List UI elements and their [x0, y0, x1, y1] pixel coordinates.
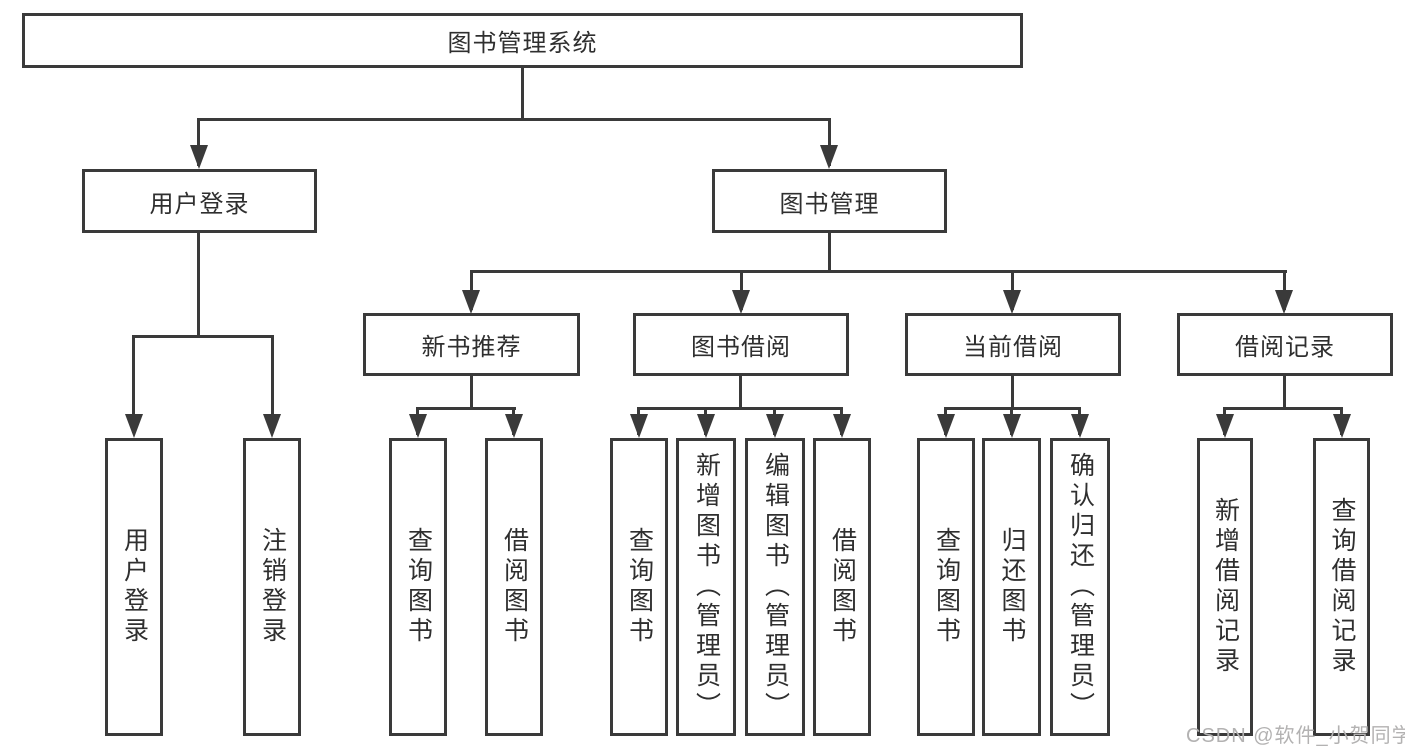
- connector-to-leaf-user-login: [132, 335, 135, 433]
- arrow-down-icon: [263, 414, 281, 438]
- leaf-add-book-admin: 新增图书（管理员）: [676, 438, 736, 736]
- node-label: 新增借阅记录: [1211, 497, 1240, 677]
- node-label: 借阅图书: [828, 527, 857, 647]
- arrow-down-icon: [125, 414, 143, 438]
- arrow-down-icon: [833, 414, 851, 438]
- connector-borrow-records-stem: [1283, 376, 1286, 410]
- node-label: 归还图书: [998, 527, 1026, 647]
- node-label: 图书借阅: [691, 334, 791, 361]
- arrow-down-icon: [937, 414, 955, 438]
- arrow-down-icon: [505, 414, 523, 438]
- arrow-down-icon: [409, 414, 427, 438]
- leaf-confirm-return-admin: 确认归还（管理员）: [1050, 438, 1110, 736]
- leaf-edit-book-admin: 编辑图书（管理员）: [745, 438, 805, 736]
- arrow-down-icon: [1216, 414, 1234, 438]
- arrow-down-icon: [697, 414, 715, 438]
- node-label: 当前借阅: [963, 334, 1063, 361]
- connector-book-management-stem: [828, 233, 831, 273]
- node-label: 确认归还（管理员）: [1066, 452, 1095, 722]
- node-book-borrow: 图书借阅: [633, 313, 849, 376]
- arrow-down-icon: [1003, 414, 1021, 438]
- arrow-down-icon: [1333, 414, 1351, 438]
- leaf-borrow-books-recommend: 借阅图书: [485, 438, 543, 736]
- leaf-borrow-books: 借阅图书: [813, 438, 871, 736]
- leaf-query-books-borrow: 查询图书: [610, 438, 668, 736]
- node-label: 新增图书（管理员）: [692, 452, 721, 722]
- arrow-down-icon: [1003, 290, 1021, 314]
- node-current-borrow: 当前借阅: [905, 313, 1121, 376]
- leaf-logout: 注销登录: [243, 438, 301, 736]
- node-label: 用户登录: [120, 527, 149, 647]
- node-label: 查询图书: [404, 527, 433, 647]
- connector-new-book-recommend-branch: [416, 407, 516, 410]
- connector-new-book-recommend-stem: [470, 376, 473, 410]
- arrow-down-icon: [820, 145, 838, 169]
- node-new-book-recommend: 新书推荐: [363, 313, 580, 376]
- node-label: 编辑图书（管理员）: [761, 452, 790, 722]
- connector-current-borrow-stem: [1011, 376, 1014, 410]
- leaf-query-borrow-record: 查询借阅记录: [1313, 438, 1370, 736]
- connector-root-branch: [197, 118, 831, 121]
- node-label: 查询图书: [932, 527, 961, 647]
- connector-borrow-records-branch: [1223, 407, 1342, 410]
- arrow-down-icon: [1071, 414, 1089, 438]
- node-label: 注销登录: [258, 527, 287, 647]
- node-label: 新书推荐: [421, 334, 522, 361]
- node-book-management-system: 图书管理系统: [22, 13, 1023, 68]
- node-label: 图书管理: [779, 190, 880, 218]
- node-book-management: 图书管理: [712, 169, 947, 233]
- node-label: 借阅记录: [1235, 334, 1335, 361]
- arrow-down-icon: [1275, 290, 1293, 314]
- node-label: 图书管理系统: [447, 30, 598, 57]
- node-borrow-records: 借阅记录: [1177, 313, 1393, 376]
- connector-book-borrow-branch: [637, 407, 843, 410]
- arrow-down-icon: [766, 414, 784, 438]
- connector-to-leaf-logout: [271, 335, 274, 433]
- arrow-down-icon: [462, 290, 480, 314]
- arrow-down-icon: [630, 414, 648, 438]
- arrow-down-icon: [190, 145, 208, 169]
- connector-to-user-login: [197, 118, 200, 166]
- leaf-query-books-current: 查询图书: [917, 438, 975, 736]
- connector-book-borrow-stem: [739, 376, 742, 410]
- leaf-query-books-recommend: 查询图书: [389, 438, 447, 736]
- leaf-add-borrow-record: 新增借阅记录: [1197, 438, 1253, 736]
- connector-to-book-management: [828, 118, 831, 166]
- connector-root-stem: [521, 68, 524, 119]
- connector-book-management-branch: [470, 270, 1287, 273]
- leaf-return-book: 归还图书: [982, 438, 1041, 736]
- connector-user-login-stem: [197, 233, 200, 338]
- leaf-user-login: 用户登录: [105, 438, 163, 736]
- node-label: 查询借阅记录: [1328, 497, 1356, 677]
- connector-user-login-branch: [132, 335, 274, 338]
- node-label: 查询图书: [625, 527, 654, 647]
- arrow-down-icon: [732, 290, 750, 314]
- csdn-watermark: CSDN @软件_小贺同学: [1186, 725, 1405, 747]
- node-label: 用户登录: [149, 190, 250, 218]
- node-user-login: 用户登录: [82, 169, 317, 233]
- node-label: 借阅图书: [500, 527, 529, 647]
